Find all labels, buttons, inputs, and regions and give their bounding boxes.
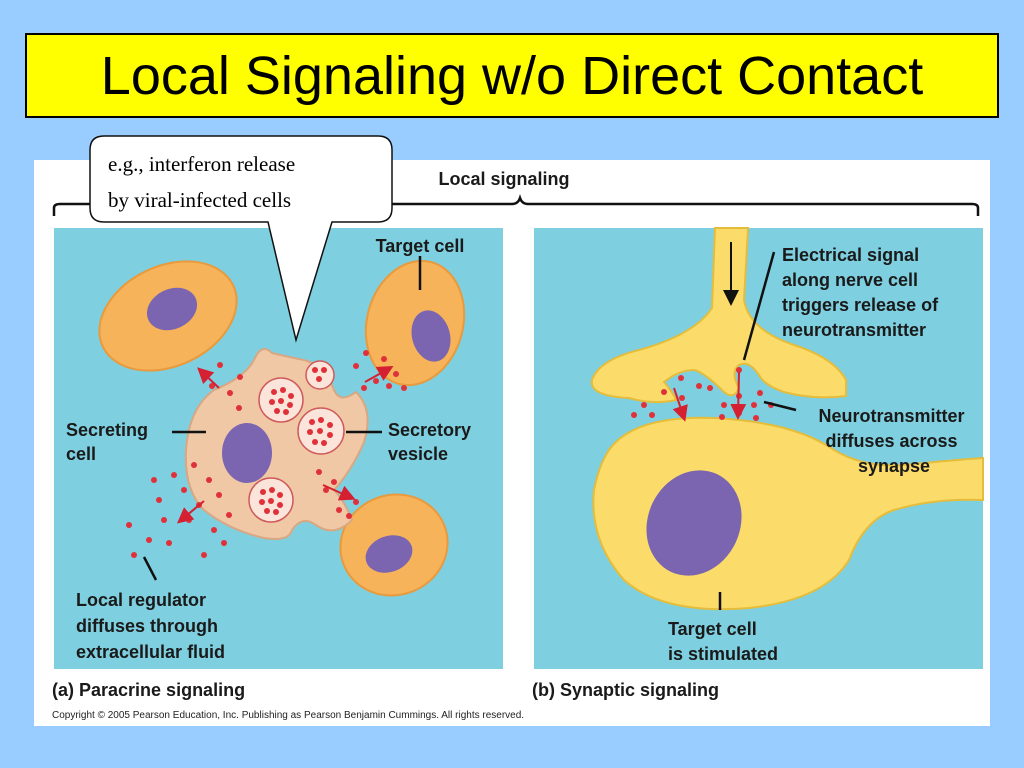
nucleus	[411, 310, 451, 362]
slide-title: Local Signaling w/o Direct Contact	[100, 45, 924, 106]
diffusion-arrow	[672, 387, 688, 422]
figure-heading: Local signaling	[438, 169, 569, 189]
presynaptic-neuron	[590, 227, 847, 404]
caption-synaptic: (b) Synaptic signaling	[532, 680, 719, 700]
nucleus	[222, 423, 272, 483]
slide-title-box: Local Signaling w/o Direct Contact	[25, 33, 999, 118]
label-neurotransmitter: Neurotransmitter diffuses across synapse	[818, 406, 969, 476]
panel-paracrine: Target cell Secreting cell Secretory ves…	[54, 228, 503, 669]
secretory-vesicle	[248, 360, 345, 523]
heading-bracket	[52, 194, 980, 216]
diffusion-arrow	[197, 367, 220, 389]
label-local-regulator: Local regulator diffuses through extrace…	[76, 590, 225, 662]
leader-line	[742, 251, 776, 361]
diffusion-arrow	[730, 371, 747, 420]
target-cell-bottom-right	[339, 493, 449, 597]
label-secretory-vesicle: Secretory vesicle	[388, 420, 476, 464]
label-electrical-signal: Electrical signal along nerve cell trigg…	[782, 245, 943, 340]
figure-local-signaling: Local signaling	[34, 160, 990, 726]
label-secreting-cell: Secreting cell	[66, 420, 153, 464]
leader-line	[763, 400, 797, 412]
caption-paracrine: (a) Paracrine signaling	[52, 680, 245, 700]
diffusion-arrow	[364, 366, 394, 383]
copyright-notice: Copyright © 2005 Pearson Education, Inc.…	[52, 710, 524, 721]
figure-canvas: Local signaling	[52, 169, 984, 721]
leader-line	[142, 556, 158, 581]
diffusion-arrow	[322, 484, 356, 501]
label-target-cell-stimulated: Target cell is stimulated	[668, 619, 778, 664]
panel-synaptic: Electrical signal along nerve cell trigg…	[534, 227, 984, 669]
nucleus	[365, 535, 413, 573]
diffusion-arrow	[176, 500, 205, 524]
label-target-cell: Target cell	[376, 236, 465, 256]
secreting-cell	[184, 348, 369, 540]
nucleus	[646, 470, 742, 576]
